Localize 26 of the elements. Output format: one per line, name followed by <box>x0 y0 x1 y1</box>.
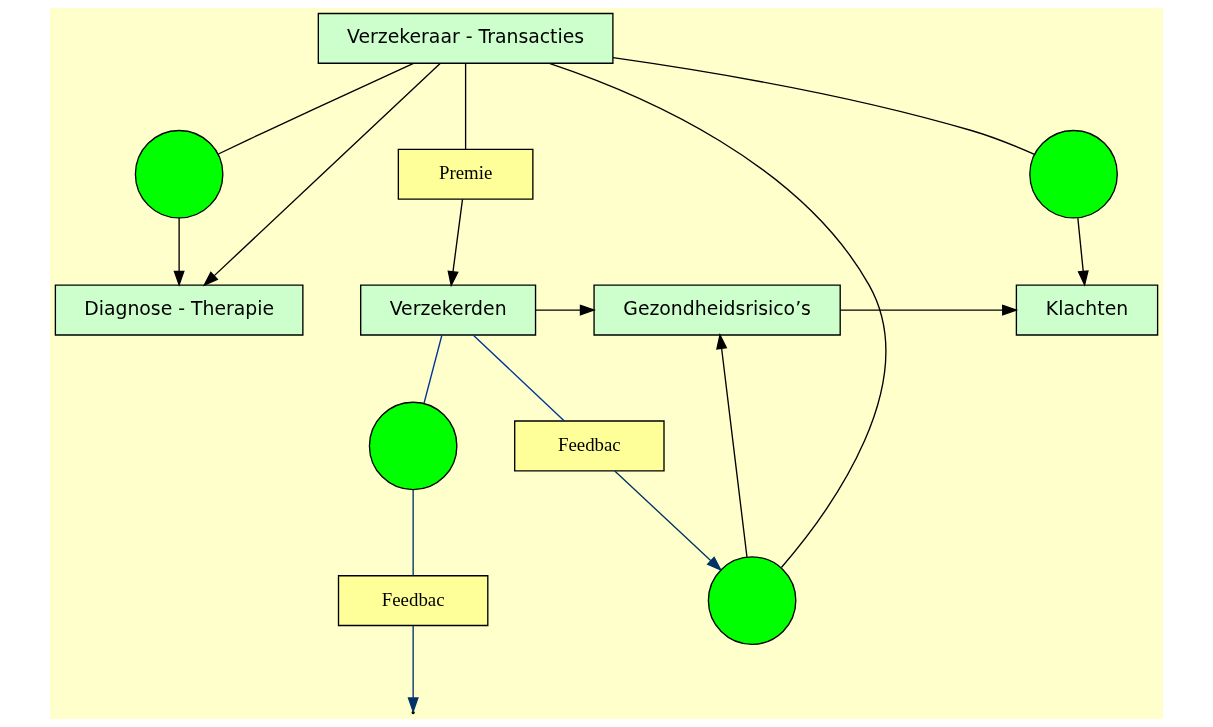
connector <box>423 334 443 404</box>
connector <box>217 62 415 155</box>
arrow <box>614 470 723 572</box>
connector <box>412 489 414 577</box>
arrow <box>447 198 464 288</box>
arrow <box>202 62 441 287</box>
connector <box>464 62 467 150</box>
node-box: Feedbac <box>337 575 489 627</box>
node-circle <box>1029 129 1118 219</box>
node-box: Feedbac <box>514 420 665 472</box>
connector <box>472 334 565 422</box>
connector <box>548 62 887 569</box>
node-box: Gezondheidsrisico’s <box>593 284 841 336</box>
node-box: Klachten <box>1015 284 1159 336</box>
arrow <box>716 332 748 558</box>
node-box: Premie <box>397 148 534 200</box>
node-circle <box>134 129 224 219</box>
arrow <box>173 217 185 287</box>
arrow <box>535 304 596 316</box>
node-box: Diagnose - Therapie <box>54 284 304 336</box>
arrow <box>839 304 1019 316</box>
arrow <box>1077 217 1089 287</box>
node-box: Verzekeraar - Transacties <box>317 12 614 64</box>
connector <box>612 57 1036 156</box>
node-box: Verzekerden <box>360 284 537 336</box>
node-circle <box>368 401 458 491</box>
